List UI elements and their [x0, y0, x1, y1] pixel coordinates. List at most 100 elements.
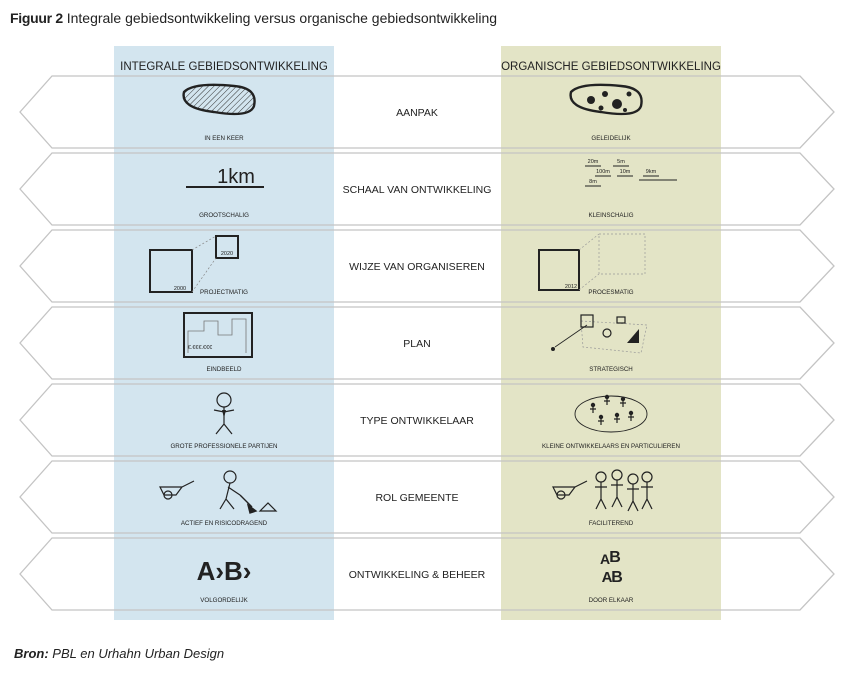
row-band-outline	[19, 383, 835, 457]
project-frames-icon: 2000 2020	[149, 235, 239, 293]
small-scale-label: 10m	[620, 169, 631, 175]
group-of-people-icon	[574, 394, 648, 433]
row-left-caption: EINDBEELD	[206, 366, 242, 373]
year-end-label: 2020	[221, 251, 233, 257]
wheelbarrow-body	[552, 480, 588, 496]
strategy-point	[551, 347, 555, 351]
tie-mark	[222, 410, 226, 418]
row-center-label: ROL GEMEENTE	[375, 492, 458, 504]
row-band-outline	[19, 306, 835, 380]
small-scale-label: 5m	[617, 159, 625, 165]
spot-mark	[626, 91, 632, 97]
source-label: Bron:	[14, 646, 49, 661]
small-person-body	[614, 417, 620, 423]
small-person-head	[628, 410, 634, 416]
figure-title-text: Integrale gebiedsontwikkeling versus org…	[66, 10, 498, 26]
row-right-caption: DOOR ELKAAR	[589, 597, 634, 604]
future-frame-dashed	[598, 233, 646, 275]
row-right-caption: STRATEGISCH	[589, 366, 633, 373]
scale-bar-label: 1km	[217, 166, 255, 188]
strategy-flag	[616, 316, 626, 324]
source-note: Bron: PBL en Urhahn Urban Design	[14, 646, 224, 661]
small-scale-label: 100m	[596, 169, 610, 175]
frame-2000	[149, 249, 193, 293]
wheelbarrow-body	[159, 480, 195, 496]
spot-mark	[598, 105, 604, 111]
right-column-header: ORGANISCHE GEBIEDSONTWIKKELING	[501, 61, 721, 73]
row-band-1: AANPAK IN EEN KEER GELEIDELIJK	[19, 75, 835, 149]
person-body	[641, 482, 653, 510]
row-band-outline	[19, 460, 835, 534]
strategy-circle	[602, 328, 612, 338]
row-left-caption: VOLGORDELIJK	[200, 597, 248, 604]
row-center-label: PLAN	[403, 338, 430, 350]
perspective-lines	[191, 235, 217, 293]
strategy-area-dashed	[580, 320, 648, 354]
row-center-label: TYPE ONTWIKKELAAR	[360, 415, 474, 427]
spot-mark	[602, 91, 608, 97]
scattered-spots-area-icon	[569, 83, 643, 116]
small-scale-label: 20m	[588, 159, 599, 165]
small-person-head	[604, 394, 610, 400]
row-right-caption: KLEINSCHALIG	[588, 212, 633, 219]
row-right-caption: PROCESMATIG	[588, 289, 633, 296]
person-body	[611, 480, 623, 508]
row-band-outline	[19, 75, 835, 149]
shovel-mark	[239, 494, 258, 514]
businessman-icon	[213, 392, 235, 435]
row-band-outline	[19, 152, 835, 226]
year-start-label: 2000	[174, 286, 186, 292]
row-right-caption: GELEIDELIJK	[591, 135, 631, 142]
spot-mark	[612, 99, 622, 109]
source-text: PBL en Urhahn Urban Design	[52, 646, 225, 661]
strategy-map-icon	[551, 314, 648, 354]
city-picture-icon: €.€€€.€€€	[183, 312, 253, 358]
strategy-box	[580, 314, 594, 328]
row-left-caption: GROOTSCHALIG	[199, 212, 249, 219]
small-scale-label: 9km	[646, 169, 657, 175]
row-band-outline	[19, 537, 835, 611]
row-band-outline	[19, 229, 835, 303]
small-person-body	[598, 419, 604, 425]
small-scale-label: 8m	[589, 179, 597, 185]
small-person-head	[590, 402, 596, 408]
city-skyline	[187, 318, 247, 353]
row-band-2: SCHAAL VAN ONTWIKKELING GROOTSCHALIG KLEIN…	[19, 152, 835, 226]
row-band-7: ONTWIKKELING & BEHEER VOLGORDELIJK DOOR EL…	[19, 537, 835, 611]
hatched-area-shape	[182, 83, 256, 116]
small-person-body	[590, 407, 596, 413]
row-center-label: ONTWIKKELING & BEHEER	[349, 569, 486, 581]
row-band-4: PLAN EINDBEELD STRATEGISCH €.€€€.€€€	[19, 306, 835, 380]
jumbled-letter: A	[602, 569, 613, 586]
row-center-label: SCHAAL VAN ONTWIKKELING	[343, 184, 492, 196]
row-center-label: AANPAK	[396, 107, 438, 119]
spot-mark	[623, 108, 627, 112]
jumbled-letter: B	[609, 549, 621, 566]
worker-with-shovel-icon	[159, 470, 278, 514]
left-column-header: INTEGRALE GEBIEDSONTWIKKELING	[120, 61, 328, 73]
frame-current	[538, 249, 580, 291]
small-person-head	[614, 412, 620, 418]
row-center-label: WIJZE VAN ORGANISEREN	[349, 261, 485, 273]
wheelbarrow-and-people-icon	[552, 469, 653, 512]
sand-pile	[258, 502, 278, 512]
strategy-line	[554, 324, 588, 348]
perspective-lines	[578, 233, 600, 291]
row-left-caption: PROJECTMATIG	[200, 289, 248, 296]
figure-number: Figuur 2	[10, 10, 63, 26]
worker-body	[219, 482, 241, 510]
row-band-3: WIJZE VAN ORGANISEREN PROJECTMATIG PROCESM…	[19, 229, 835, 303]
small-person-head	[598, 414, 604, 420]
row-band-5: TYPE ONTWIKKELAAR GROTE PROFESSIONELE PAR…	[19, 383, 835, 457]
jumbled-letter: B	[611, 569, 623, 586]
person-body	[627, 484, 639, 512]
small-person-body	[620, 401, 626, 407]
row-left-caption: ACTIEF EN RISICODRAGEND	[181, 520, 268, 527]
row-left-caption: IN EEN KEER	[204, 135, 244, 142]
year-label: 2012	[565, 284, 577, 290]
row-left-caption: GROTE PROFESSIONELE PARTIJEN	[170, 443, 277, 450]
organic-area-shape	[569, 83, 643, 116]
hatched-area-icon	[182, 83, 256, 116]
